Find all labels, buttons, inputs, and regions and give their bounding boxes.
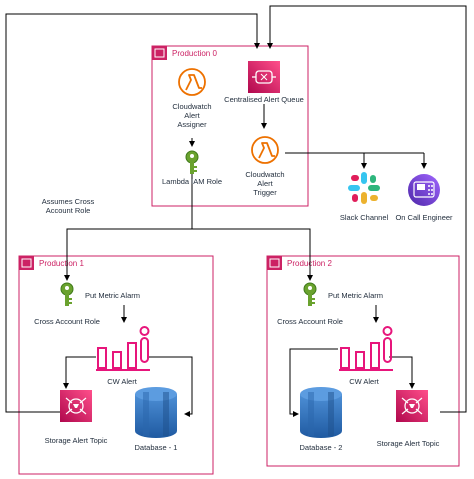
cloudwatch-alarm-icon	[96, 326, 150, 371]
key-icon	[303, 282, 317, 306]
cloudwatch-alarm-icon	[339, 326, 393, 371]
node-label: Storage Alert Topic	[377, 439, 440, 448]
key-icon	[185, 150, 199, 174]
database-icon	[300, 387, 342, 438]
on-call-engineer-node: On Call Engineer	[395, 174, 453, 222]
slack-icon	[348, 172, 380, 204]
node-label: Cloudwatch	[172, 102, 211, 111]
edge-label-line: Assumes Cross	[42, 197, 95, 206]
node-label: Alert	[184, 111, 200, 120]
sqs-queue-node: Centralised Alert Queue	[224, 61, 304, 104]
sns-topic-1-node: Storage Alert Topic	[45, 390, 108, 445]
sns-topic-2-node: Storage Alert Topic	[377, 390, 440, 448]
edge-cw2-to-db2	[289, 348, 338, 417]
edge-label-put-metric-1: Put Metric Alarm	[85, 291, 140, 300]
iam-role-node: Lambda IAM Role	[162, 150, 222, 186]
node-label: On Call Engineer	[395, 213, 453, 222]
cw-alert-2-node: CW Alert	[339, 326, 393, 386]
account-production-0: Production 0	[151, 45, 309, 207]
database-2-node: Database - 2	[300, 387, 343, 452]
node-label: Assigner	[177, 120, 207, 129]
node-label: Storage Alert Topic	[45, 436, 108, 445]
lambda-icon	[251, 136, 279, 164]
edge-label-put-metric-2: Put Metric Alarm	[328, 291, 383, 300]
account-icon	[269, 258, 280, 268]
node-label: Lambda IAM Role	[162, 177, 222, 186]
cross-account-role-2-node: Cross Account Role	[277, 282, 343, 326]
slack-channel-node: Slack Channel	[340, 172, 389, 222]
edge-label-assumes: Assumes Cross Account Role	[38, 196, 98, 216]
node-label: Slack Channel	[340, 213, 389, 222]
account-title: Production 1	[39, 259, 84, 268]
node-label: Alert	[257, 179, 273, 188]
connectors	[5, 5, 467, 417]
key-icon	[60, 282, 74, 306]
database-1-node: Database - 1	[135, 387, 178, 452]
node-label: Centralised Alert Queue	[224, 95, 304, 104]
node-label: Cross Account Role	[34, 317, 100, 326]
node-label: Database - 2	[300, 443, 343, 452]
node-label: Cloudwatch	[245, 170, 284, 179]
lambda-trigger-node: Cloudwatch Alert Trigger	[245, 136, 285, 197]
edge-cw1-to-sns1	[63, 356, 96, 389]
node-label: CW Alert	[349, 377, 380, 386]
node-label: CW Alert	[107, 377, 138, 386]
phone-icon	[408, 174, 440, 206]
cross-account-role-1-node: Cross Account Role	[34, 282, 100, 326]
edge-cw1-to-db1	[148, 356, 193, 417]
edge-role-assume-2	[192, 228, 313, 281]
edge-role-assume	[64, 172, 193, 281]
edge-sns2-to-queue	[267, 5, 467, 413]
edge-cw2-to-sns2	[389, 356, 415, 389]
account-production-1: Production 1	[18, 255, 214, 475]
account-icon	[21, 258, 32, 268]
lambda-icon	[178, 68, 206, 96]
lambda-assigner-node: Cloudwatch Alert Assigner	[172, 68, 212, 129]
node-label: Database - 1	[135, 443, 178, 452]
account-title: Production 0	[172, 49, 217, 58]
edge-sns1-to-queue	[5, 13, 260, 413]
node-label: Trigger	[253, 188, 277, 197]
database-icon	[135, 387, 177, 438]
edge-trigger-to-slack	[285, 152, 424, 168]
node-label: Cross Account Role	[277, 317, 343, 326]
cw-alert-1-node: CW Alert	[96, 326, 150, 386]
edge-label-line: Account Role	[46, 206, 91, 215]
account-icon	[154, 48, 165, 58]
